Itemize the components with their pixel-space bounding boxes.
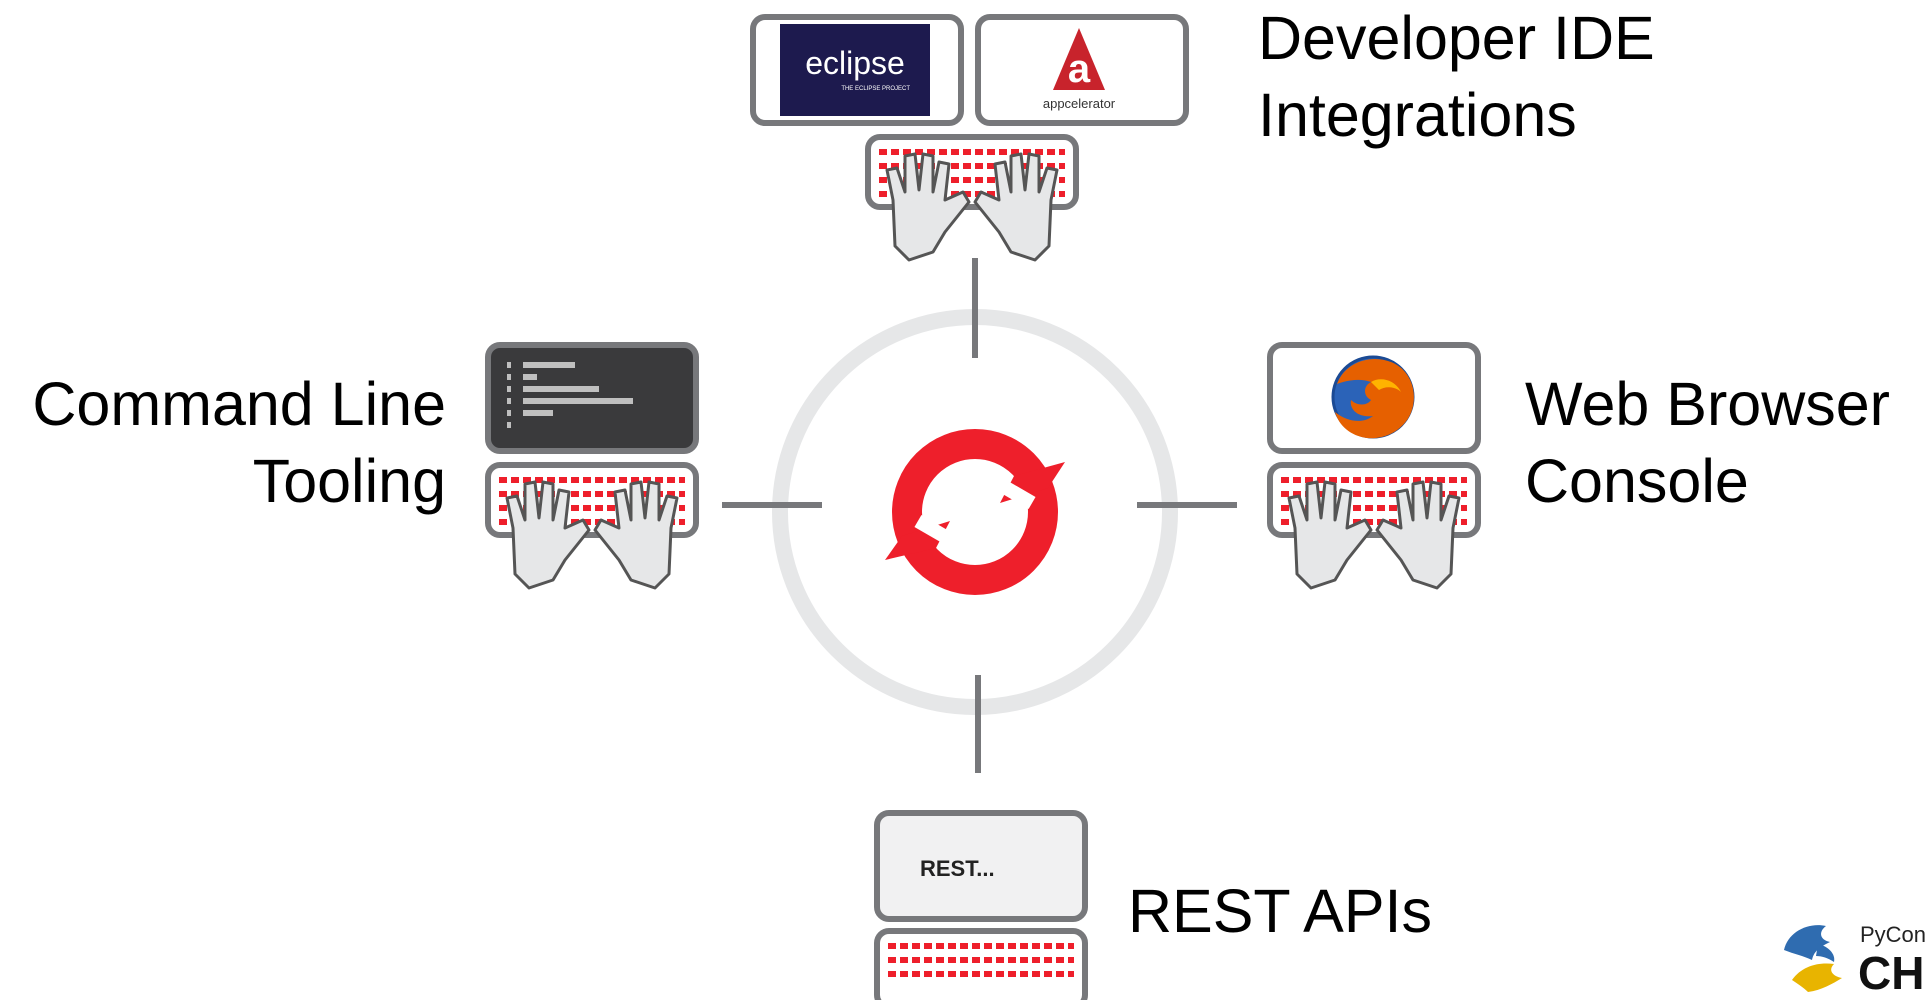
- browser-screen: [1267, 342, 1481, 454]
- hub-ring: [772, 309, 1178, 715]
- svg-text:a: a: [1068, 47, 1091, 91]
- appcelerator-logo-icon: [1053, 28, 1105, 90]
- pycon-logo: PyCon CH: [1774, 910, 1931, 1000]
- cli-label-line2: Tooling: [252, 447, 446, 515]
- eclipse-subtext: THE ECLIPSE PROJECT: [841, 86, 910, 92]
- appcelerator-text: appcelerator: [1043, 96, 1116, 111]
- rest-keyboard-icon: [874, 928, 1088, 1000]
- terminal-screen-icon: [485, 342, 699, 454]
- cli-label: Command Line Tooling: [32, 366, 446, 520]
- cli-label-line1: Command Line: [32, 370, 446, 438]
- web-label-line1: Web Browser: [1525, 370, 1890, 438]
- web-label-line2: Console: [1525, 447, 1749, 515]
- firefox-icon: [1331, 355, 1415, 439]
- rest-label: REST APIs: [1128, 873, 1432, 950]
- web-label: Web Browser Console: [1525, 366, 1890, 520]
- ide-keyboard-hands-icon: [865, 134, 1079, 262]
- ide-label: Developer IDE Integrations: [1258, 0, 1655, 154]
- dragon-icon: [1784, 925, 1842, 992]
- rest-label-line1: REST APIs: [1128, 877, 1432, 945]
- web-keyboard-hands-icon: [1267, 462, 1481, 590]
- cli-keyboard-hands-icon: [485, 462, 699, 590]
- rest-screen-text: REST...: [920, 856, 995, 881]
- ide-label-line2: Integrations: [1258, 81, 1577, 149]
- pycon-logo-big-text: CH: [1858, 947, 1925, 999]
- pycon-logo-small-text: PyCon: [1860, 922, 1927, 947]
- eclipse-screen: eclipse THE ECLIPSE PROJECT: [750, 14, 964, 126]
- appcelerator-screen: a appcelerator: [975, 14, 1189, 126]
- ide-label-line1: Developer IDE: [1258, 4, 1655, 72]
- rest-screen: REST...: [874, 810, 1088, 922]
- openshift-logo-icon: [885, 429, 1065, 595]
- eclipse-text: eclipse: [805, 45, 905, 81]
